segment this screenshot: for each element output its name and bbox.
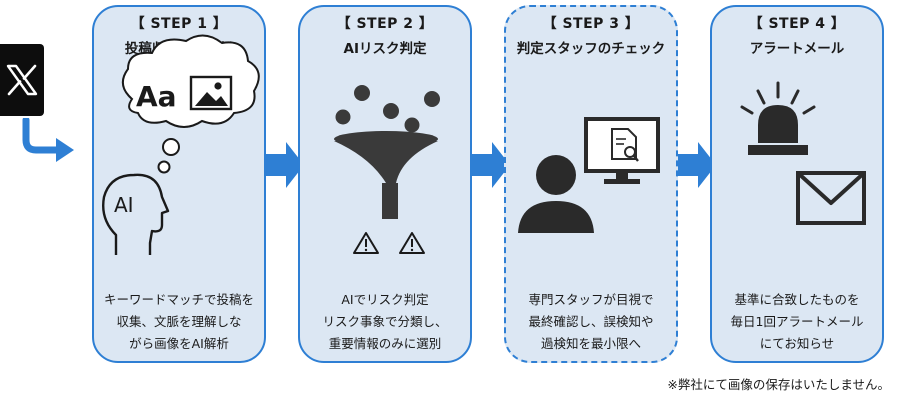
step-3-description: 専門スタッフが目視で 最終確認し、誤検知や 過検知を最小限へ (528, 292, 654, 351)
step-3-illustration (518, 117, 660, 233)
flow-arrow-2-icon (472, 142, 510, 188)
warning-icon (353, 232, 425, 254)
envelope-icon (796, 171, 866, 225)
step-3-card: 【 STEP 3 】 判定スタッフのチェック (504, 5, 678, 363)
step-2-card: 【 STEP 2 】 AIリスク判定 (298, 5, 472, 363)
step-1-illustration: Aa AI (102, 34, 260, 255)
step-4-card: 【 STEP 4 】 アラートメール 基準に合致したものを 毎日1回アラートメー… (710, 5, 884, 363)
image-icon (189, 75, 233, 111)
step-1-card: 【 STEP 1 】 投稿収集&AI解析 Aa AI キ (92, 5, 266, 363)
step-3-title: 判定スタッフのチェック (516, 41, 666, 57)
alarm-light-icon (740, 81, 816, 155)
monitor-icon (584, 117, 660, 184)
step-4-title: アラートメール (749, 41, 845, 57)
step-3-label: 【 STEP 3 】 (542, 16, 640, 32)
step-4-illustration (740, 81, 866, 225)
head-silhouette-icon: AI (102, 173, 170, 255)
flow-arrow-3-icon (678, 142, 716, 188)
step-2-illustration (334, 85, 440, 254)
step-2-title: AIリスク判定 (343, 41, 427, 57)
corner-arrow-icon (22, 118, 74, 162)
step-1-description: キーワードマッチで投稿を 収集、文脈を理解しな がら画像をAI解析 (103, 292, 254, 351)
step-4-label: 【 STEP 4 】 (748, 16, 846, 32)
x-logo-icon (0, 44, 44, 116)
flow-arrow-1-icon (266, 142, 304, 188)
funnel-icon (334, 131, 438, 219)
step-4-description: 基準に合致したものを 毎日1回アラートメール にてお知らせ (730, 292, 864, 351)
person-icon (518, 155, 594, 233)
document-search-icon (611, 128, 639, 162)
svg-text:AI: AI (114, 193, 134, 217)
footnote: ※弊社にて画像の保存はいたしません。 (667, 377, 890, 392)
text-icon: Aa (136, 80, 177, 113)
step-1-label: 【 STEP 1 】 (130, 16, 228, 32)
step-2-label: 【 STEP 2 】 (336, 16, 434, 32)
step-2-description: AIでリスク判定 リスク事象で分類し、 重要情報のみに選別 (322, 292, 448, 351)
